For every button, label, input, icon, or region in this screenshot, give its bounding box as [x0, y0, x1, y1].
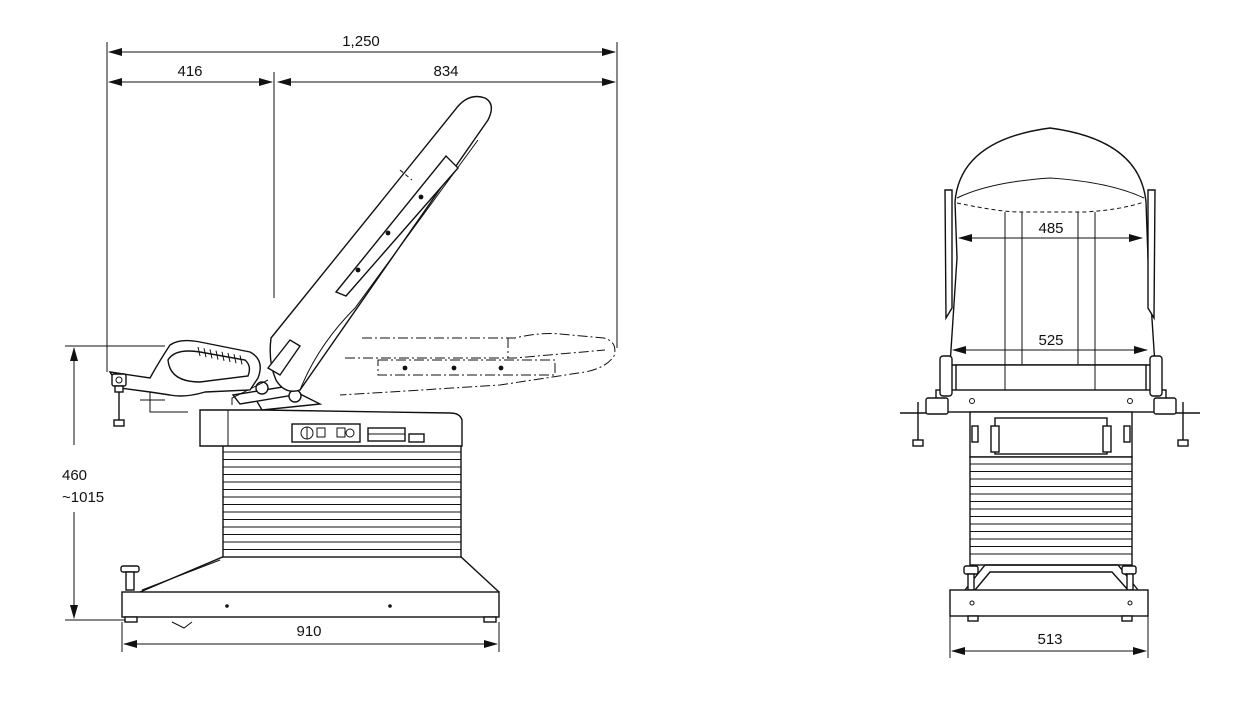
front-length-label: 834: [433, 63, 458, 80]
front-side-handles: [944, 189, 1156, 321]
side-view: 1,250 416 834 460 ~1015 910: [62, 33, 618, 652]
overall-length-label: 1,250: [342, 33, 380, 50]
base-width-label: 513: [1037, 631, 1062, 648]
side-handle: [108, 339, 261, 427]
grip-tooth: [239, 355, 243, 365]
front-backrest: [949, 127, 1156, 366]
grip-tooth: [209, 349, 213, 359]
grip-tooth: [233, 354, 237, 364]
grip-tooth: [197, 346, 201, 357]
side-backrest: [266, 95, 493, 392]
front-view: 485 525 513: [900, 127, 1200, 658]
seat-width-label: 525: [1038, 332, 1063, 349]
height-max-label: ~1015: [62, 489, 104, 506]
grip-tooth: [227, 352, 231, 363]
base-length-label: 910: [296, 623, 321, 640]
side-control-housing: [199, 409, 463, 447]
front-seat: [900, 355, 1200, 458]
front-bellows: [969, 456, 1133, 566]
grip-tooth: [215, 350, 219, 360]
backrest-width-top-label: 485: [1038, 220, 1063, 237]
side-bellows: [222, 444, 462, 558]
grip-tooth: [221, 351, 225, 361]
side-base: [120, 555, 500, 629]
height-min-label: 460: [62, 467, 87, 484]
side-reclined-phantom: [339, 333, 616, 396]
rear-length-label: 416: [177, 63, 202, 80]
grip-tooth: [203, 348, 207, 358]
front-base: [949, 564, 1149, 622]
